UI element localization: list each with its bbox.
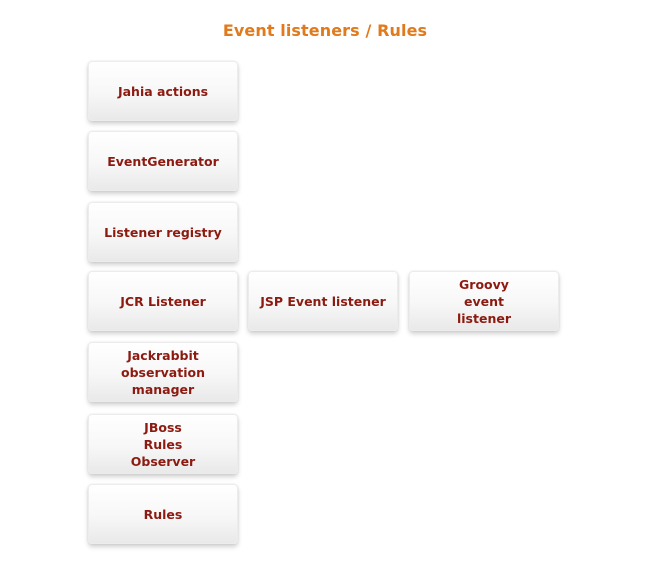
node-label: Jahia actions	[117, 83, 209, 99]
node-groovy-event-listener: Groovy event listener	[409, 271, 559, 331]
node-jsp-event-listener: JSP Event listener	[248, 271, 398, 331]
node-jboss-rules-observer: JBoss Rules Observer	[88, 414, 238, 474]
node-label: JBoss Rules Observer	[130, 419, 196, 469]
node-rules: Rules	[88, 484, 238, 544]
node-label: Rules	[143, 506, 183, 522]
node-jahia-actions: Jahia actions	[88, 61, 238, 121]
node-label: JCR Listener	[120, 293, 206, 309]
node-label: Groovy event listener	[456, 276, 511, 326]
node-label: Jackrabbit observation manager	[121, 347, 205, 397]
node-label: Listener registry	[104, 224, 222, 240]
node-listener-registry: Listener registry	[88, 202, 238, 262]
node-jcr-listener: JCR Listener	[88, 271, 238, 331]
node-label: JSP Event listener	[260, 293, 386, 309]
node-jackrabbit-observation-manager: Jackrabbit observation manager	[88, 342, 238, 402]
node-event-generator: EventGenerator	[88, 131, 238, 191]
diagram-title: Event listeners / Rules	[222, 21, 428, 40]
node-label: EventGenerator	[107, 153, 219, 169]
